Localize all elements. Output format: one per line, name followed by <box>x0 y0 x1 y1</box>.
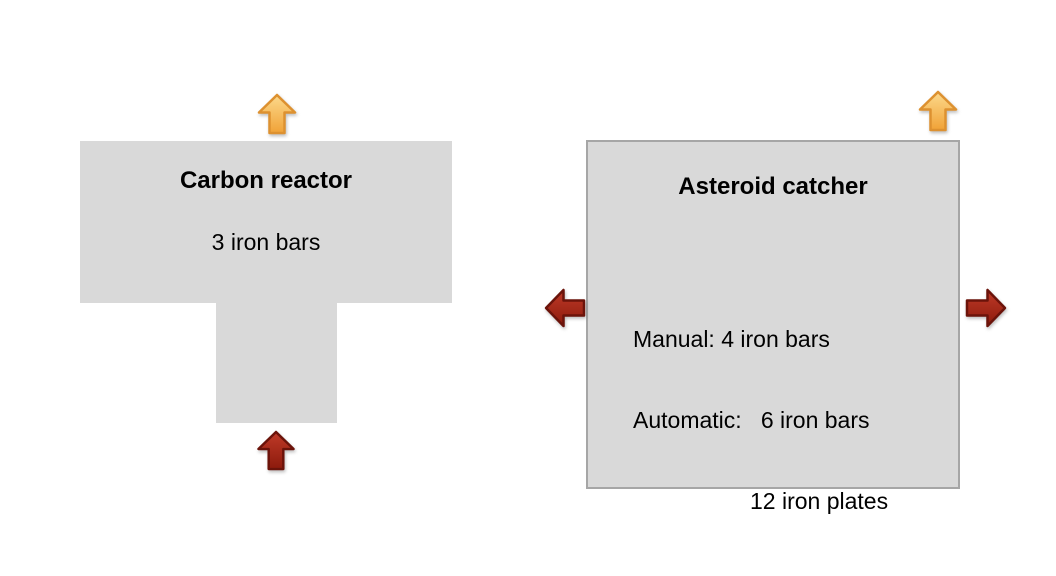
carbon-reactor-output-arrow-icon <box>257 93 297 135</box>
machine-recipe: 3 iron bars <box>211 229 321 255</box>
asteroid-catcher-output-right-arrow-icon <box>965 288 1007 328</box>
carbon-reactor-stem <box>216 303 337 423</box>
recipe-list: Manual: 4 iron bars Automatic: 6 iron ba… <box>633 272 888 569</box>
recipe-line-manual: Manual: 4 iron bars <box>633 326 830 352</box>
asteroid-catcher-shape: Asteroid catcher Manual: 4 iron bars Aut… <box>586 140 960 514</box>
asteroid-catcher-output-arrow-icon <box>918 90 958 132</box>
recipe-line-automatic: Automatic: 6 iron bars <box>633 407 870 433</box>
carbon-reactor-input-arrow-icon <box>257 430 295 471</box>
asteroid-catcher-input-left-arrow-icon <box>544 288 586 328</box>
machine-title: Asteroid catcher <box>678 173 868 200</box>
carbon-reactor-shape: Carbon reactor 3 iron bars <box>80 141 452 303</box>
recipe-line-automatic-2: 12 iron plates <box>750 488 889 514</box>
machine-title: Carbon reactor <box>179 167 353 194</box>
